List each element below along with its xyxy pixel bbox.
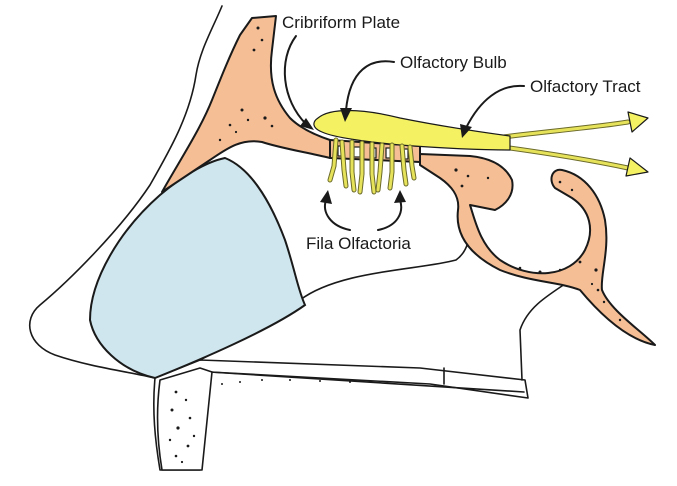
fila-olfactoria-arrowhead-right bbox=[394, 190, 406, 203]
fila-olfactoria-arrow-right bbox=[378, 200, 401, 230]
cribriform-plate-arrow bbox=[285, 36, 306, 124]
nasal-cavity bbox=[90, 158, 305, 378]
fila-olfactoria-label: Fila Olfactoria bbox=[306, 234, 411, 253]
olfactory-tract-fibre-lower-core bbox=[495, 146, 628, 168]
nasal-frontal-bone bbox=[162, 16, 330, 192]
fila-olfactoria-arrowhead-left bbox=[320, 190, 332, 204]
fila-olfactoria-arrow-left bbox=[325, 200, 350, 230]
sphenoid-bone bbox=[420, 154, 655, 345]
tract-arrowhead-lower bbox=[626, 158, 648, 176]
olfactory-tract-fibre-upper-core bbox=[495, 122, 628, 138]
olfactory-bulb-arrow bbox=[346, 61, 394, 110]
maxilla-bone bbox=[158, 368, 212, 470]
olfactory-tract-arrow bbox=[466, 86, 524, 128]
cribriform-plate-label: Cribriform Plate bbox=[282, 13, 400, 32]
olfactory-bulb-label: Olfactory Bulb bbox=[400, 53, 507, 72]
tract-arrowhead-upper bbox=[628, 112, 648, 132]
olfactory-tract-label: Olfactory Tract bbox=[530, 77, 641, 96]
fila-olfactoria-fibres bbox=[330, 140, 414, 192]
